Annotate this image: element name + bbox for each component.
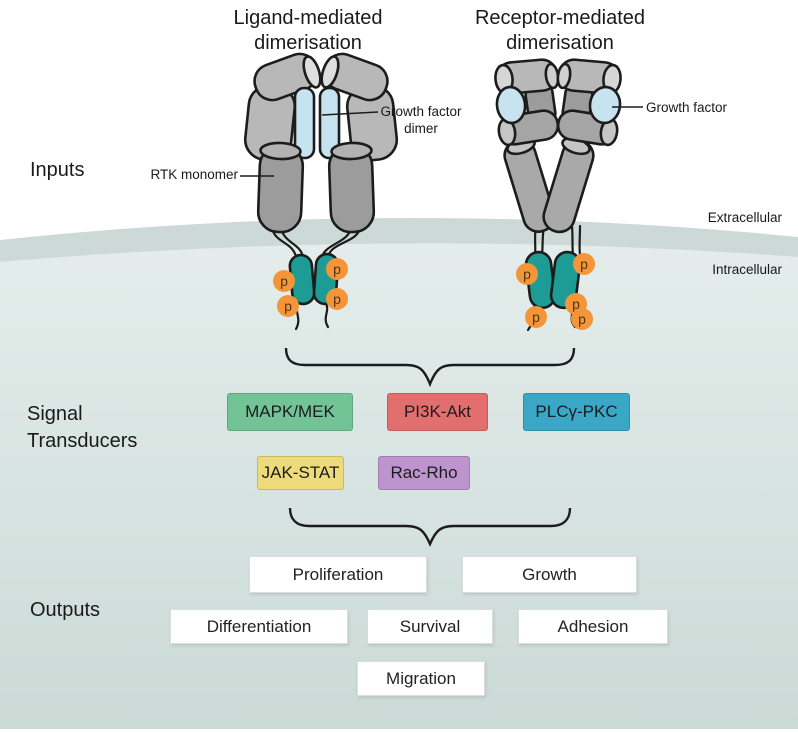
- output-box-survival: Survival: [367, 609, 493, 644]
- growth-factor-dimer-shape: [293, 86, 341, 160]
- phospho-badge: p: [516, 263, 538, 285]
- output-box-differentiation: Differentiation: [170, 609, 348, 644]
- rtk-monomer-shape: [256, 144, 376, 234]
- membrane-band: [0, 217, 798, 262]
- phospho-badge: p: [326, 288, 348, 310]
- inputs-label: Inputs: [30, 159, 85, 181]
- phospho-badge: p: [277, 295, 299, 317]
- title-ligand-mediated: Ligand-mediated dimerisation: [233, 7, 383, 54]
- phospho-badge: p: [326, 258, 348, 280]
- phospho-badge: p: [525, 306, 547, 328]
- outputs-label: Outputs: [30, 599, 101, 621]
- intracellular-label: Intracellular: [712, 262, 782, 277]
- transducer-box-pi3k-akt: PI3K-Akt: [387, 393, 488, 431]
- output-box-proliferation: Proliferation: [249, 556, 427, 593]
- output-box-adhesion: Adhesion: [518, 609, 668, 644]
- transducer-box-plcg-pkc: PLCγ-PKC: [523, 393, 630, 431]
- rtk-monomer-label: RTK monomer: [150, 167, 238, 182]
- phospho-badge: p: [273, 270, 295, 292]
- transducer-box-rac-rho: Rac-Rho: [378, 456, 470, 490]
- extracellular-label: Extracellular: [707, 210, 782, 225]
- signal-transducers-label: Signal Transducers: [27, 403, 138, 452]
- right-receptor: [494, 58, 622, 332]
- left-receptor: [243, 52, 399, 331]
- growth-factor-dimer-pointer: [321, 111, 379, 116]
- brace-upper: [284, 347, 576, 388]
- output-box-growth: Growth: [462, 556, 637, 593]
- growth-factor-dimer-label: Growth factor dimer: [380, 104, 462, 136]
- phospho-badge: p: [571, 308, 593, 330]
- output-box-migration: Migration: [357, 661, 485, 696]
- title-receptor-mediated: Receptor-mediated dimerisation: [474, 7, 646, 54]
- phospho-badge: p: [573, 253, 595, 275]
- growth-factor-label: Growth factor: [646, 100, 728, 115]
- transducer-box-mapk-mek: MAPK/MEK: [227, 393, 353, 431]
- brace-lower: [288, 507, 572, 548]
- transducer-box-jak-stat: JAK-STAT: [257, 456, 344, 490]
